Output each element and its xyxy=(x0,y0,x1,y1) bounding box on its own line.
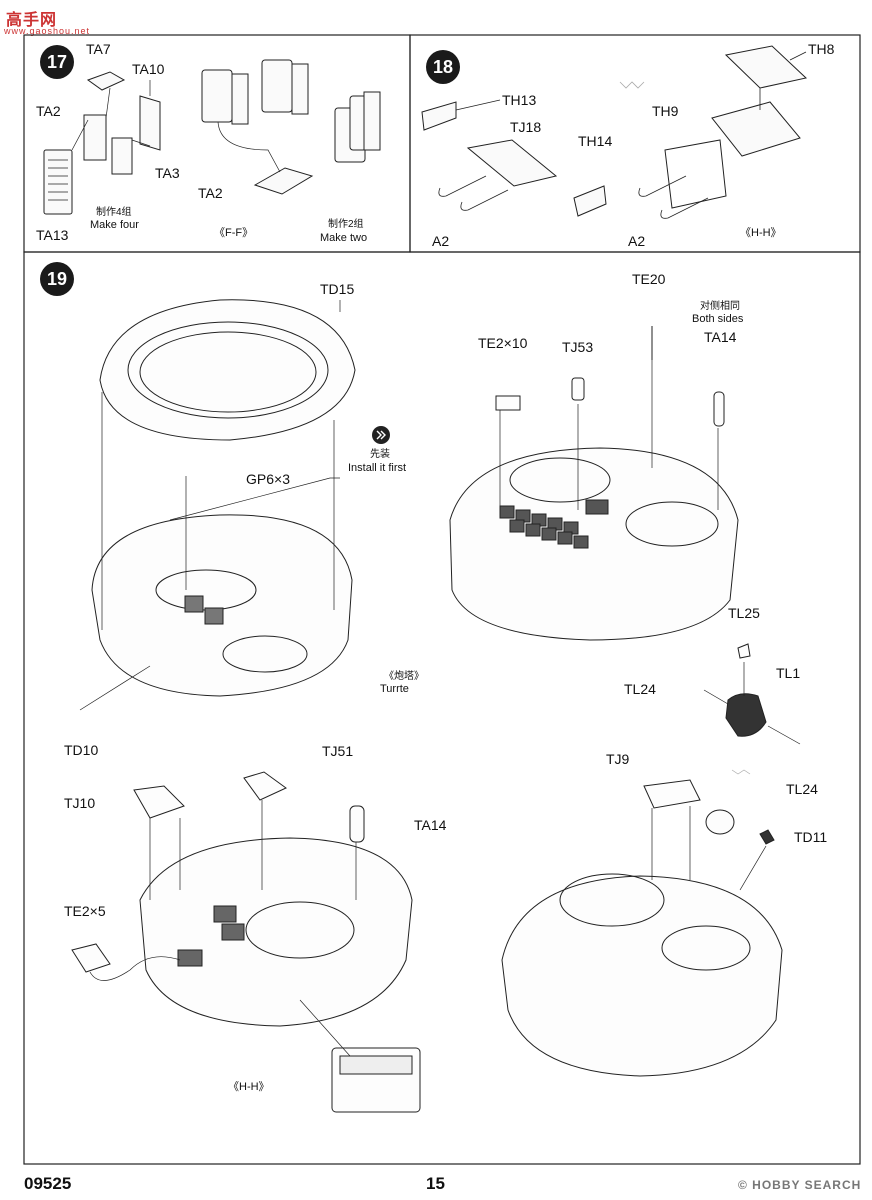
both-sides-label: Both sides xyxy=(692,313,744,325)
view-label-hh: 《H-H》 xyxy=(740,227,782,239)
view-label-hh-19: 《H-H》 xyxy=(228,1081,270,1093)
part-label-ta2: TA2 xyxy=(36,103,61,119)
part-label-ta14-bottom: TA14 xyxy=(414,817,447,833)
part-label-tj51: TJ51 xyxy=(322,743,354,759)
install-first-cn: 先装 xyxy=(370,449,390,460)
part-label-th14: TH14 xyxy=(578,133,613,149)
part-label-te2x5: TE2×5 xyxy=(64,903,106,919)
part-label-te20: TE20 xyxy=(632,271,666,287)
part-label-a2-left: A2 xyxy=(432,233,450,249)
part-label-ta13: TA13 xyxy=(36,227,69,243)
site-watermark-url: www.gaoshou.net xyxy=(4,26,91,36)
part-label-th13: TH13 xyxy=(502,92,537,108)
part-label-ta14-top: TA14 xyxy=(704,329,737,345)
turret-label-cn: 《炮塔》 xyxy=(384,671,424,682)
part-label-ta2-ff: TA2 xyxy=(198,185,223,201)
install-first-label: Install it first xyxy=(348,462,407,474)
hobby-search-watermark: © HOBBY SEARCH xyxy=(738,1178,862,1192)
part-label-a2-right: A2 xyxy=(628,233,646,249)
part-label-td10: TD10 xyxy=(64,742,99,758)
view-label-ff: 《F-F》 xyxy=(214,227,254,239)
step-17-badge: 17 xyxy=(40,45,74,79)
part-label-tj9: TJ9 xyxy=(606,751,630,767)
step-18-badge: 18 xyxy=(426,50,460,84)
page-number: 15 xyxy=(426,1174,445,1193)
part-label-td15: TD15 xyxy=(320,281,355,297)
note-make-two: Make two xyxy=(320,232,368,244)
part-label-tj53: TJ53 xyxy=(562,339,594,355)
note-make-four-cn: 制作4组 xyxy=(96,207,132,218)
part-label-ta7: TA7 xyxy=(86,41,111,57)
part-label-gp6: GP6×3 xyxy=(246,471,290,487)
kit-code: 09525 xyxy=(24,1174,72,1193)
part-label-tj18: TJ18 xyxy=(510,119,542,135)
part-label-ta10: TA10 xyxy=(132,61,165,77)
part-label-th8: TH8 xyxy=(808,41,835,57)
part-label-tl1: TL1 xyxy=(776,665,801,681)
part-label-tl25: TL25 xyxy=(728,605,760,621)
part-label-tl24-right: TL24 xyxy=(786,781,818,797)
step-19-badge: 19 xyxy=(40,262,74,296)
part-label-ta3: TA3 xyxy=(155,165,180,181)
part-label-td11: TD11 xyxy=(794,829,828,845)
part-label-te2x10: TE2×10 xyxy=(478,335,528,351)
part-label-tl24-left: TL24 xyxy=(624,681,656,697)
part-label-tj10: TJ10 xyxy=(64,795,96,811)
both-sides-cn: 对侧相同 xyxy=(700,301,740,312)
part-label-th9: TH9 xyxy=(652,103,679,119)
site-watermark: 高手网 xyxy=(6,12,58,29)
note-make-two-cn: 制作2组 xyxy=(328,219,364,230)
turret-label: Turrte xyxy=(380,683,409,695)
note-make-four: Make four xyxy=(90,219,139,231)
